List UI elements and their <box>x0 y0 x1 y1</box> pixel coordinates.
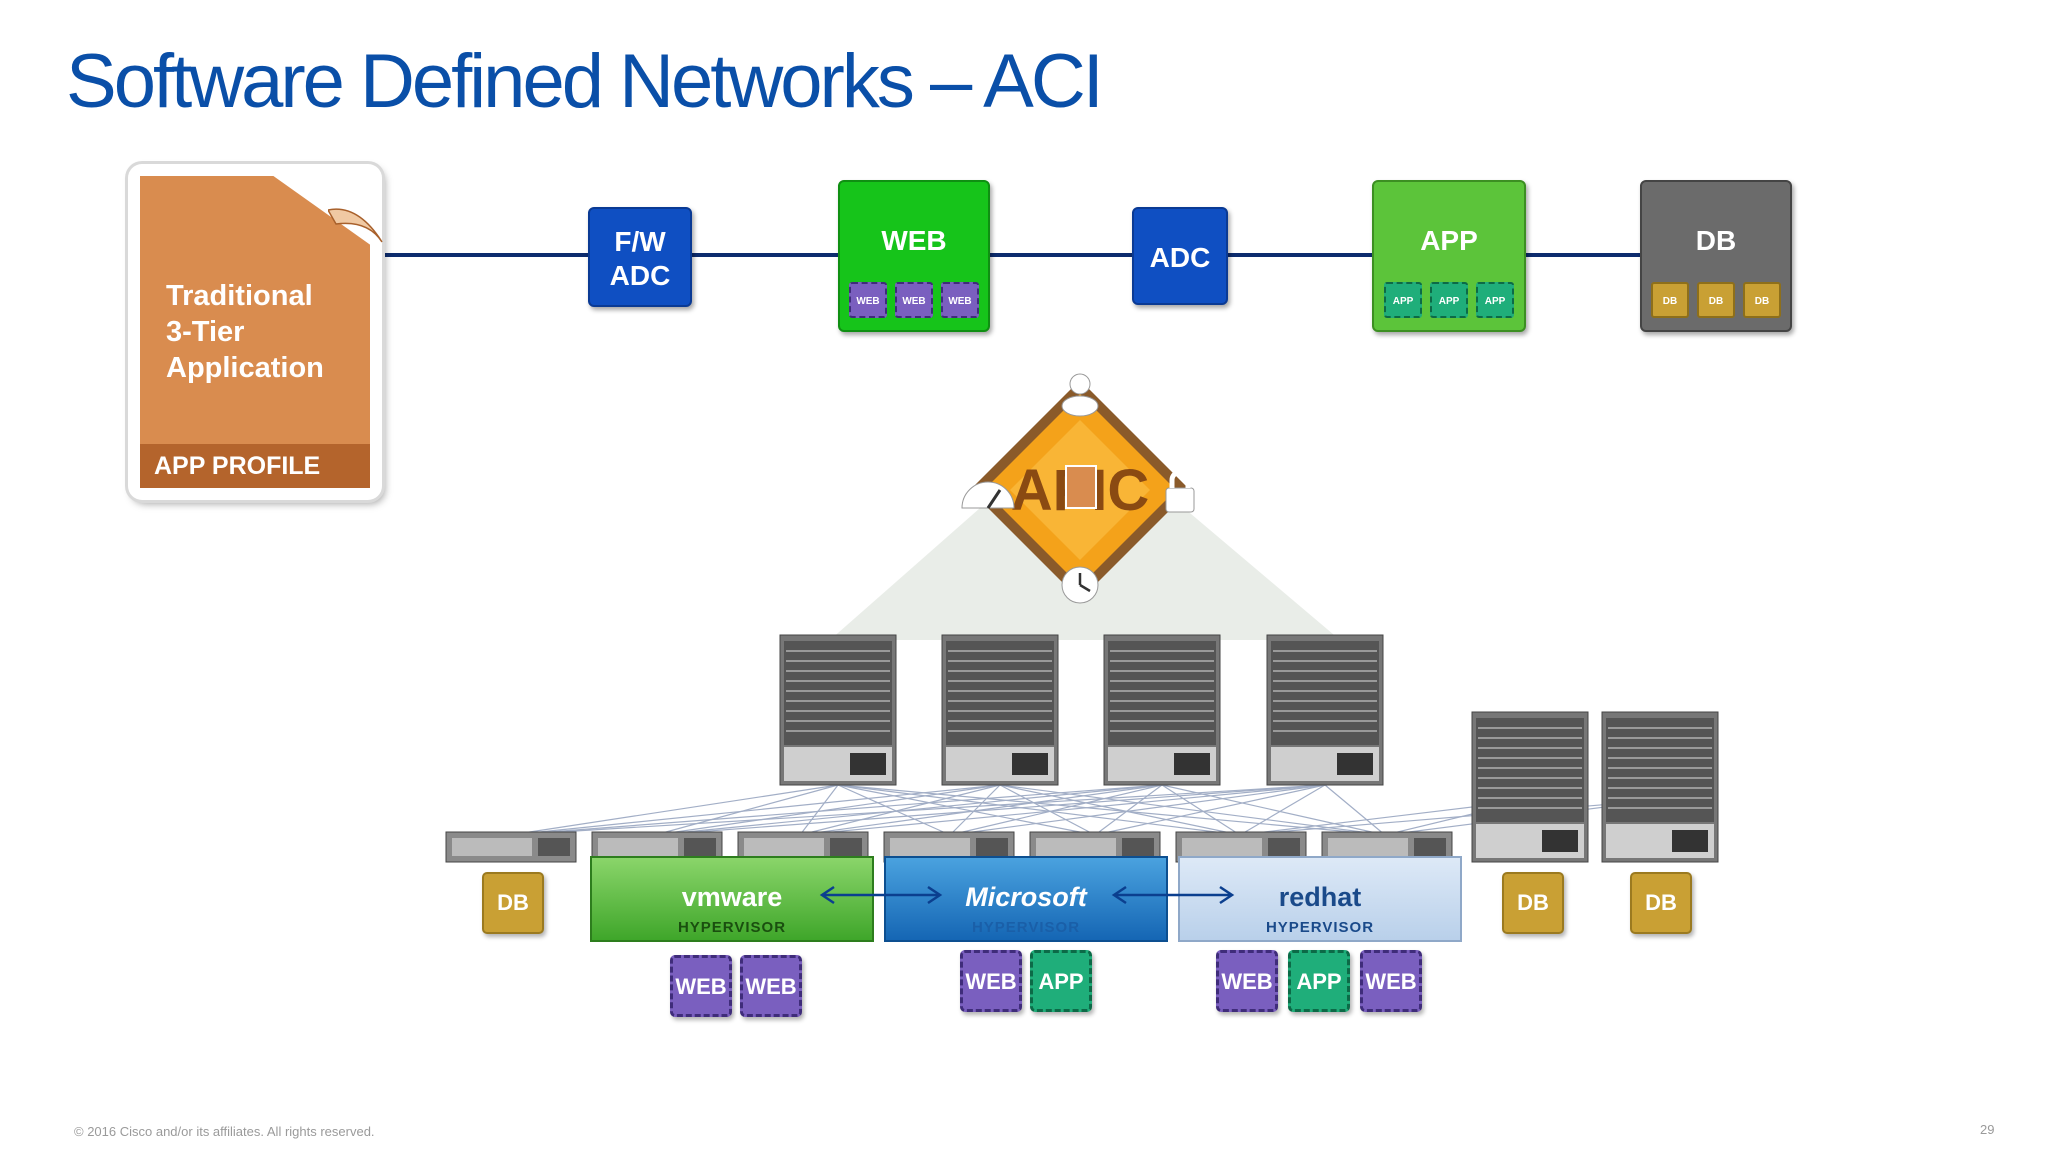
app-chip: APP <box>1476 282 1514 318</box>
db-chip: DB <box>1651 282 1689 318</box>
app-workload: APP <box>1288 950 1350 1012</box>
web-workload: WEB <box>960 950 1022 1012</box>
web-chip: WEB <box>849 282 887 318</box>
web-workload: WEB <box>1216 950 1278 1012</box>
db-workload: DB <box>1630 872 1692 934</box>
app-profile-document[interactable]: Traditional 3-Tier Application APP PROFI… <box>128 164 383 500</box>
app-chip: APP <box>1384 282 1422 318</box>
db-workload: DB <box>482 872 544 934</box>
clock-icon <box>1061 566 1099 604</box>
copyright-footer: © 2016 Cisco and/or its affiliates. All … <box>74 1124 375 1139</box>
microsoft-logo: Microsoft <box>965 882 1087 912</box>
db-chip: DB <box>1697 282 1735 318</box>
web-workload: WEB <box>670 955 732 1017</box>
adc-box[interactable]: ADC <box>1132 207 1228 305</box>
app-profile-band: APP PROFILE <box>140 444 370 488</box>
fw-adc-box[interactable]: F/W ADC <box>588 207 692 307</box>
gauge-icon <box>961 481 1015 509</box>
redhat-logo: redhat <box>1278 882 1362 912</box>
db-workload: DB <box>1502 872 1564 934</box>
page-title: Software Defined Networks – ACI <box>66 39 1104 124</box>
web-chip: WEB <box>895 282 933 318</box>
db-chip: DB <box>1743 282 1781 318</box>
apic-controller[interactable]: APIC <box>950 360 1210 620</box>
lock-icon <box>1165 469 1195 513</box>
web-workload: WEB <box>740 955 802 1017</box>
app-workload: APP <box>1030 950 1092 1012</box>
web-workload: WEB <box>1360 950 1422 1012</box>
user-icon <box>1061 373 1099 417</box>
vmware-logo: vmware <box>681 882 783 912</box>
app-profile-mini-icon <box>1065 465 1097 509</box>
page-number: 29 <box>1980 1122 1995 1137</box>
document-body <box>140 176 370 488</box>
web-tier-box[interactable]: WEB WEB WEB WEB <box>838 180 990 332</box>
web-chip: WEB <box>941 282 979 318</box>
app-chip: APP <box>1430 282 1468 318</box>
app-tier-box[interactable]: APP APP APP APP <box>1372 180 1526 332</box>
db-tier-box[interactable]: DB DB DB DB <box>1640 180 1792 332</box>
fabric-mesh <box>509 784 1661 836</box>
page-curl-icon <box>328 208 383 243</box>
app-profile-label: Traditional 3-Tier Application <box>166 280 324 384</box>
vmware-hypervisor[interactable]: vmware HYPERVISOR <box>590 856 874 942</box>
